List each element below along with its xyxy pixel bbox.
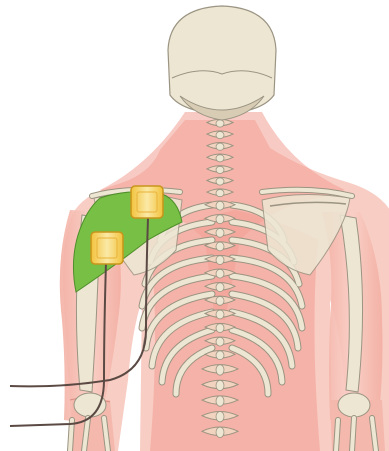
spinous-process bbox=[216, 215, 224, 224]
electrode-pad-upper bbox=[131, 186, 163, 218]
spinous-process bbox=[216, 201, 224, 210]
spinous-process bbox=[216, 380, 224, 390]
spinous-process bbox=[216, 351, 224, 360]
spinous-process bbox=[216, 229, 224, 238]
spinous-process bbox=[216, 190, 224, 197]
spinous-process bbox=[216, 412, 224, 422]
spinous-process bbox=[216, 120, 224, 127]
spinous-process bbox=[216, 324, 224, 333]
spinous-process bbox=[216, 155, 224, 162]
spinous-process bbox=[216, 256, 224, 265]
spinous-process bbox=[216, 283, 224, 292]
spinous-process bbox=[216, 396, 224, 406]
spinous-process bbox=[216, 132, 224, 139]
spinous-process bbox=[216, 178, 224, 185]
spinous-process bbox=[216, 337, 224, 346]
spinous-process bbox=[216, 242, 224, 251]
spinous-process bbox=[216, 310, 224, 319]
spinous-process bbox=[216, 365, 224, 375]
spinous-process bbox=[216, 427, 224, 437]
spinous-process bbox=[216, 269, 224, 278]
spinous-process bbox=[216, 166, 224, 173]
spinous-process bbox=[216, 143, 224, 150]
spinous-process bbox=[216, 297, 224, 306]
skull bbox=[168, 6, 276, 120]
electrode-pad-lower bbox=[91, 232, 123, 264]
